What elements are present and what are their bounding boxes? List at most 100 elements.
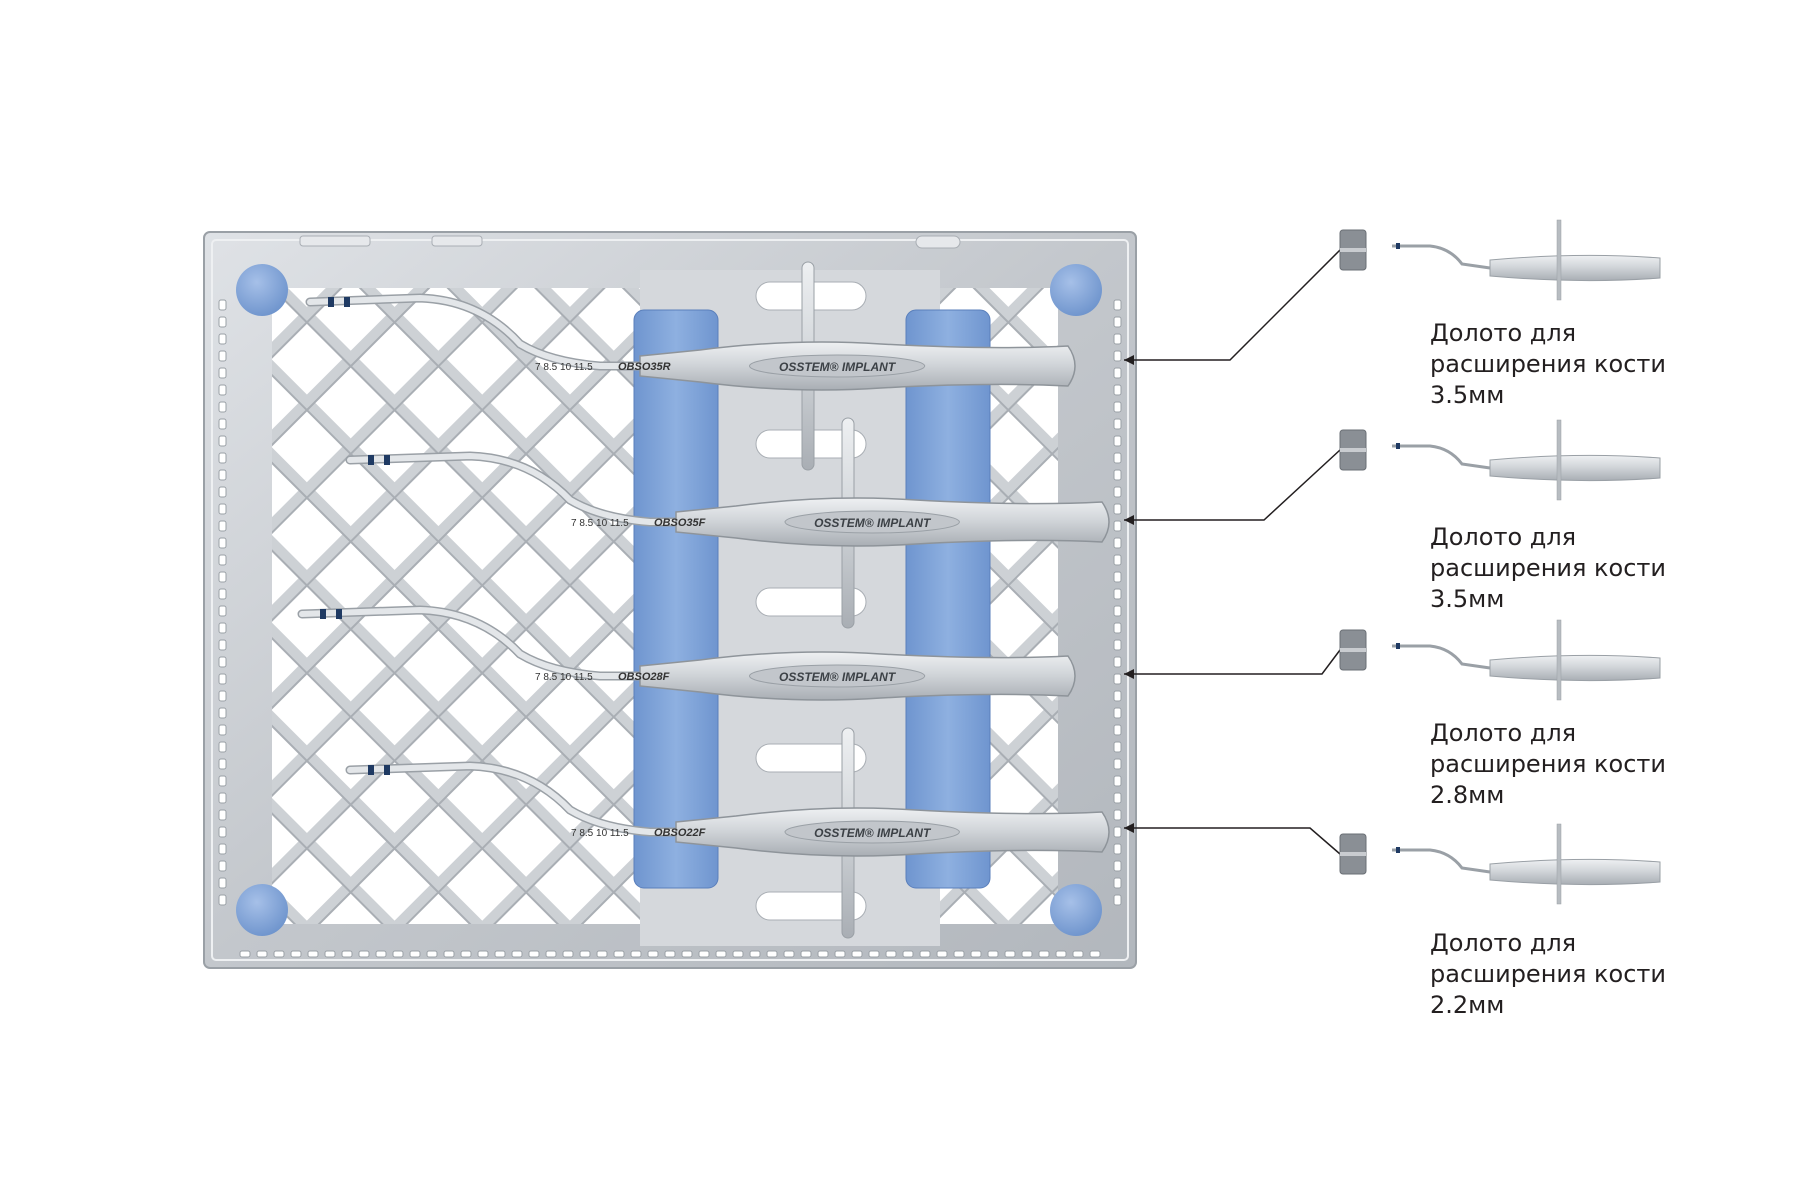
callout-line: Долото для (1430, 719, 1577, 747)
perforation (1113, 673, 1122, 685)
perforation (1113, 384, 1122, 396)
perforation (218, 809, 227, 821)
thumbnail-crossbar (1556, 823, 1562, 905)
perforation (630, 950, 642, 958)
callout-line: расширения кости (1430, 960, 1667, 988)
perforation (1113, 775, 1122, 787)
thumbnail-shaft (1392, 644, 1491, 670)
perforation (1113, 758, 1122, 770)
leader-arrowhead (1124, 355, 1134, 365)
perforation (1113, 605, 1122, 617)
perforation (218, 571, 227, 583)
perforation (545, 950, 557, 958)
perforation (218, 367, 227, 379)
depth-band (320, 609, 326, 619)
perforation (783, 950, 795, 958)
depth-marks-label: 7 8.5 10 11.5 (571, 828, 629, 839)
perforation (919, 950, 931, 958)
perforation (392, 950, 404, 958)
perforation (1113, 418, 1122, 430)
depth-band (368, 455, 374, 465)
perforation (218, 741, 227, 753)
perforation (218, 503, 227, 515)
perforation (218, 639, 227, 651)
perforation (409, 950, 421, 958)
perforation (1113, 571, 1122, 583)
leader-lines (1124, 249, 1341, 855)
perforation (511, 950, 523, 958)
perforation (218, 469, 227, 481)
perforation (1113, 486, 1122, 498)
instrument-shaft (307, 294, 643, 369)
perforation (358, 950, 370, 958)
tray-perforations (218, 299, 1122, 958)
perforation (1113, 503, 1122, 515)
handle-grip (784, 820, 960, 844)
thumbnail-crossbar (1556, 219, 1562, 301)
perforation (307, 950, 319, 958)
perforation (477, 950, 489, 958)
perforation (1113, 588, 1122, 600)
depth-marks-label: 7 8.5 10 11.5 (535, 362, 593, 373)
perforation (1113, 469, 1122, 481)
perforation (851, 950, 863, 958)
perforation (218, 537, 227, 549)
perforation (987, 950, 999, 958)
instrument-code: OBSO35F (654, 517, 706, 529)
handle-grip (749, 664, 926, 688)
thumbnail-depth-band (1396, 847, 1400, 853)
corner-pads (236, 264, 1102, 936)
depth-marks-label: 7 8.5 10 11.5 (535, 672, 593, 683)
perforation (936, 950, 948, 958)
perforation (218, 775, 227, 787)
perforation (218, 894, 227, 906)
handle-grip (749, 354, 926, 378)
perforation (1113, 843, 1122, 855)
callout-line: 3.5мм (1430, 585, 1505, 613)
perforation (218, 826, 227, 838)
callout-label-1: Долото для расширения кости 3.5мм (1430, 318, 1770, 411)
perforation (1089, 950, 1101, 958)
depth-band (384, 455, 390, 465)
perforation (1113, 877, 1122, 889)
perforation (1055, 950, 1067, 958)
perforation (1004, 950, 1016, 958)
perforation (218, 758, 227, 770)
perforation (460, 950, 472, 958)
perforation (579, 950, 591, 958)
perforation (766, 950, 778, 958)
perforation (341, 950, 353, 958)
perforation (218, 350, 227, 362)
perforation (1113, 452, 1122, 464)
perforation (218, 622, 227, 634)
perforation (218, 673, 227, 685)
perforation (1113, 622, 1122, 634)
callout-label-3: Долото для расширения кости 2.8мм (1430, 718, 1770, 811)
callout-line: расширения кости (1430, 554, 1667, 582)
perforation (1113, 860, 1122, 872)
thumbnail-depth-band (1396, 643, 1400, 649)
thumbnail-3 (1339, 619, 1661, 701)
perforation (1113, 639, 1122, 651)
brand-logo: OSSTEM® IMPLANT (814, 516, 932, 530)
brand-logo: OSSTEM® IMPLANT (779, 360, 897, 374)
leader-arrowhead (1124, 515, 1134, 525)
perforation (218, 299, 227, 311)
thumbnail-shaft (1392, 848, 1491, 874)
perforation (749, 950, 761, 958)
perforation (1072, 950, 1084, 958)
thumbnail-handle (1489, 858, 1661, 886)
perforation (732, 950, 744, 958)
perforation (868, 950, 880, 958)
handle-grip (784, 510, 960, 534)
callout-label-2: Долото для расширения кости 3.5мм (1430, 522, 1770, 615)
thumbnail-shaft (1392, 444, 1491, 470)
perforation (647, 950, 659, 958)
thumbnail-handle (1489, 254, 1661, 282)
perforation (218, 792, 227, 804)
